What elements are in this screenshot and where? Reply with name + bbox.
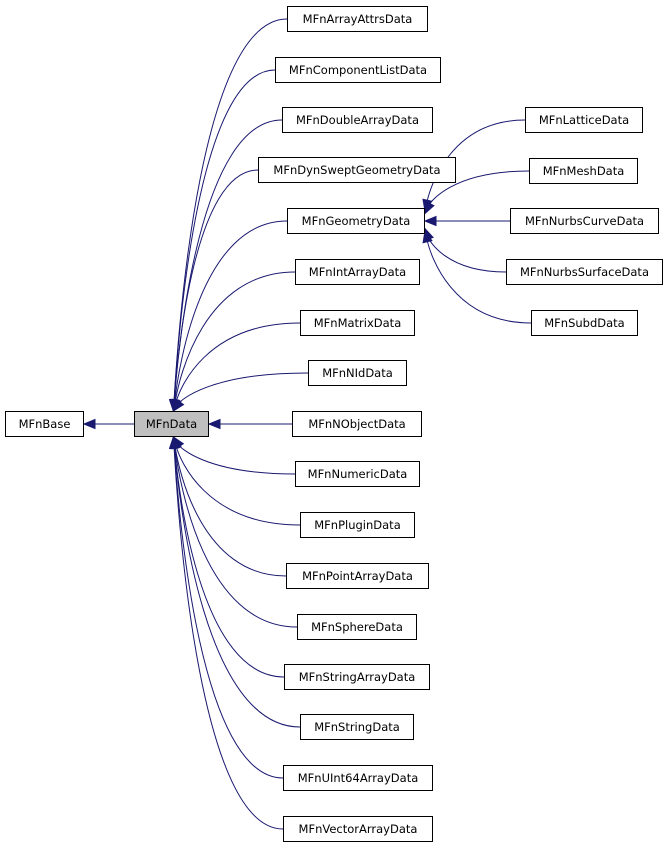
node-mfncomponentlistdata[interactable]: MFnComponentListData <box>275 57 441 83</box>
node-mfnspheredata[interactable]: MFnSphereData <box>297 614 417 640</box>
edge-point_array-to-data <box>174 446 287 577</box>
edge-nurbs_surface-to-geometry <box>428 237 507 273</box>
node-mfndoublearraydata[interactable]: MFnDoubleArrayData <box>282 107 433 133</box>
node-mfnmatrixdata[interactable]: MFnMatrixData <box>300 310 415 336</box>
node-mfnnumericdata[interactable]: MFnNumericData <box>295 461 420 487</box>
node-mfnnobjectdata[interactable]: MFnNObjectData <box>292 411 422 437</box>
node-mfnstringdata[interactable]: MFnStringData <box>300 714 414 740</box>
node-mfnpointarraydata[interactable]: MFnPointArrayData <box>286 563 429 589</box>
arrowhead-nid-to-data <box>172 398 185 413</box>
node-mfndynsweptgeometrydata[interactable]: MFnDynSweptGeometryData <box>258 157 456 183</box>
edge-vector_array-to-data <box>173 446 284 830</box>
node-mfnuint64arraydata[interactable]: MFnUInt64ArrayData <box>283 765 433 791</box>
edge-sphere-to-data <box>174 446 298 628</box>
node-mfnnurbssurfacedata[interactable]: MFnNurbsSurfaceData <box>506 259 663 285</box>
arrowhead-nobject-to-data <box>207 418 221 430</box>
node-mfnmeshdata[interactable]: MFnMeshData <box>529 158 638 184</box>
node-mfnbase[interactable]: MFnBase <box>5 411 84 437</box>
edge-dyn_swept_geometry-to-data <box>173 169 259 402</box>
node-mfnnurbscurvedata[interactable]: MFnNurbsCurveData <box>510 208 659 234</box>
edge-geometry-to-data <box>174 220 288 402</box>
arrowhead-data-to-base <box>82 418 96 430</box>
arrowhead-vector_array-to-data <box>168 435 180 449</box>
arrowhead-subd-to-geometry <box>422 229 433 244</box>
edge-component_list-to-data <box>173 69 276 402</box>
node-mfnintarraydata[interactable]: MFnIntArrayData <box>295 259 420 285</box>
node-mfnvectorarraydata[interactable]: MFnVectorArrayData <box>283 816 433 842</box>
edge-nid-to-data <box>178 372 309 404</box>
arrowhead-nurbs_curve-to-geometry <box>423 215 437 227</box>
edge-numeric-to-data <box>178 445 296 475</box>
node-mfnsubddata[interactable]: MFnSubdData <box>531 310 638 336</box>
edge-matrix-to-data <box>175 322 301 402</box>
node-mfnniddata[interactable]: MFnNIdData <box>308 360 407 386</box>
edge-string-to-data <box>173 446 301 728</box>
node-mfnplugindata[interactable]: MFnPluginData <box>300 512 415 538</box>
node-mfndata: MFnData <box>134 411 209 437</box>
node-mfnstringarraydata[interactable]: MFnStringArrayData <box>284 664 430 690</box>
edge-int_array-to-data <box>174 271 296 402</box>
edge-mesh-to-geometry <box>428 170 530 205</box>
edge-array_attrs-to-data <box>173 18 288 402</box>
node-mfnarrayattrsdata[interactable]: MFnArrayAttrsData <box>287 6 428 32</box>
edge-plugin-to-data <box>175 446 301 526</box>
edge-uint64_array-to-data <box>173 446 284 779</box>
node-mfngeometrydata[interactable]: MFnGeometryData <box>287 208 425 234</box>
edge-lattice-to-geometry <box>426 119 526 202</box>
arrowhead-mesh-to-geometry <box>424 200 435 215</box>
edge-subd-to-geometry <box>426 240 532 324</box>
node-mfnlatticedata[interactable]: MFnLatticeData <box>525 107 643 133</box>
